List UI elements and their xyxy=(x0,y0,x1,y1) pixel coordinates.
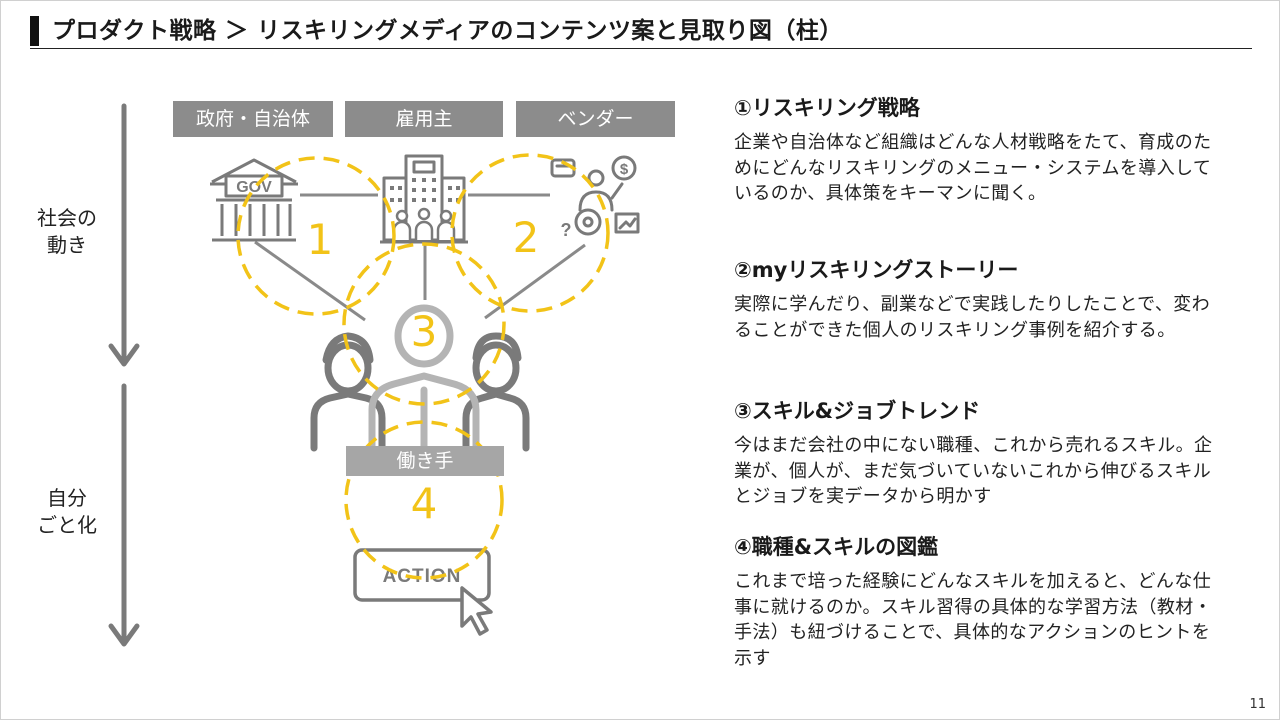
office-windows xyxy=(390,178,460,202)
office-people-icon xyxy=(392,207,456,240)
section-title: ①リスキリング戦略 xyxy=(734,96,920,120)
section-my-reskilling-story: ②myリスキリングストーリー 実際に学んだり、副業などで実践したりしたことで、変… xyxy=(734,256,1214,343)
category-employer: 雇用主 xyxy=(345,101,503,137)
question-icon: ? xyxy=(561,220,572,240)
cursor-icon xyxy=(460,586,493,636)
down-arrow-top xyxy=(108,103,140,367)
section-body: これまで培った経験にどんなスキルを加えると、どんな仕事に就けるのか。スキル習得の… xyxy=(734,571,1213,669)
circle-number-4: 4 xyxy=(411,479,438,528)
action-text: ACTION xyxy=(383,566,462,587)
axis-label-society: 社会の 動き xyxy=(37,206,97,257)
center-worker-icon xyxy=(368,304,480,454)
down-arrow-bottom xyxy=(108,383,140,647)
circle-number-3: 3 xyxy=(411,307,438,356)
circle-number-2: 2 xyxy=(513,213,540,262)
section-body: 企業や自治体など組織はどんな人材戦略をたて、育成のためにどんなリスキリングのメニ… xyxy=(734,132,1212,204)
circle-3 xyxy=(342,242,506,406)
worker-label: 働き手 xyxy=(346,446,504,476)
section-title: ④職種&スキルの図鑑 xyxy=(734,535,939,559)
circle-number-1: 1 xyxy=(307,215,334,264)
category-government: 政府・自治体 xyxy=(173,101,333,137)
section-title: ②myリスキリングストーリー xyxy=(734,258,1019,282)
title-bar: プロダクト戦略 ＞ リスキリングメディアのコンテンツ案と見取り図（柱） xyxy=(30,14,1252,49)
page-title: プロダクト戦略 ＞ リスキリングメディアのコンテンツ案と見取り図（柱） xyxy=(52,18,843,44)
circle-4 xyxy=(344,420,504,580)
government-building-icon xyxy=(210,158,298,242)
category-vendor: ベンダー xyxy=(516,101,675,137)
page-number: 11 xyxy=(1249,697,1266,712)
section-body: 今はまだ会社の中にない職種、これから売れるスキル。企業が、個人が、まだ気づいてい… xyxy=(734,435,1213,507)
section-title: ③スキル&ジョブトレンド xyxy=(734,399,981,423)
gov-icon-text: GOV xyxy=(236,179,272,196)
circle-1 xyxy=(236,156,396,316)
section-reskilling-strategy: ①リスキリング戦略 企業や自治体など組織はどんな人材戦略をたて、育成のためにどん… xyxy=(734,94,1214,207)
circle-numbers: 1 2 3 4 xyxy=(307,213,540,528)
circle-2 xyxy=(450,153,610,313)
title-accent-bar xyxy=(30,16,39,46)
section-job-skill-encyclopedia: ④職種&スキルの図鑑 これまで培った経験にどんなスキルを加えると、どんな仕事に就… xyxy=(734,533,1214,671)
dollar-icon: $ xyxy=(620,161,629,178)
section-skill-job-trend: ③スキル&ジョブトレンド 今はまだ会社の中にない職種、これから売れるスキル。企業… xyxy=(734,397,1214,510)
highlight-circles xyxy=(236,153,610,580)
section-body: 実際に学んだり、副業などで実践したりしたことで、変わることができた個人のリスキリ… xyxy=(734,294,1211,341)
action-button-icon xyxy=(353,548,491,602)
axis-label-personal: 自分 ごと化 xyxy=(37,486,97,537)
